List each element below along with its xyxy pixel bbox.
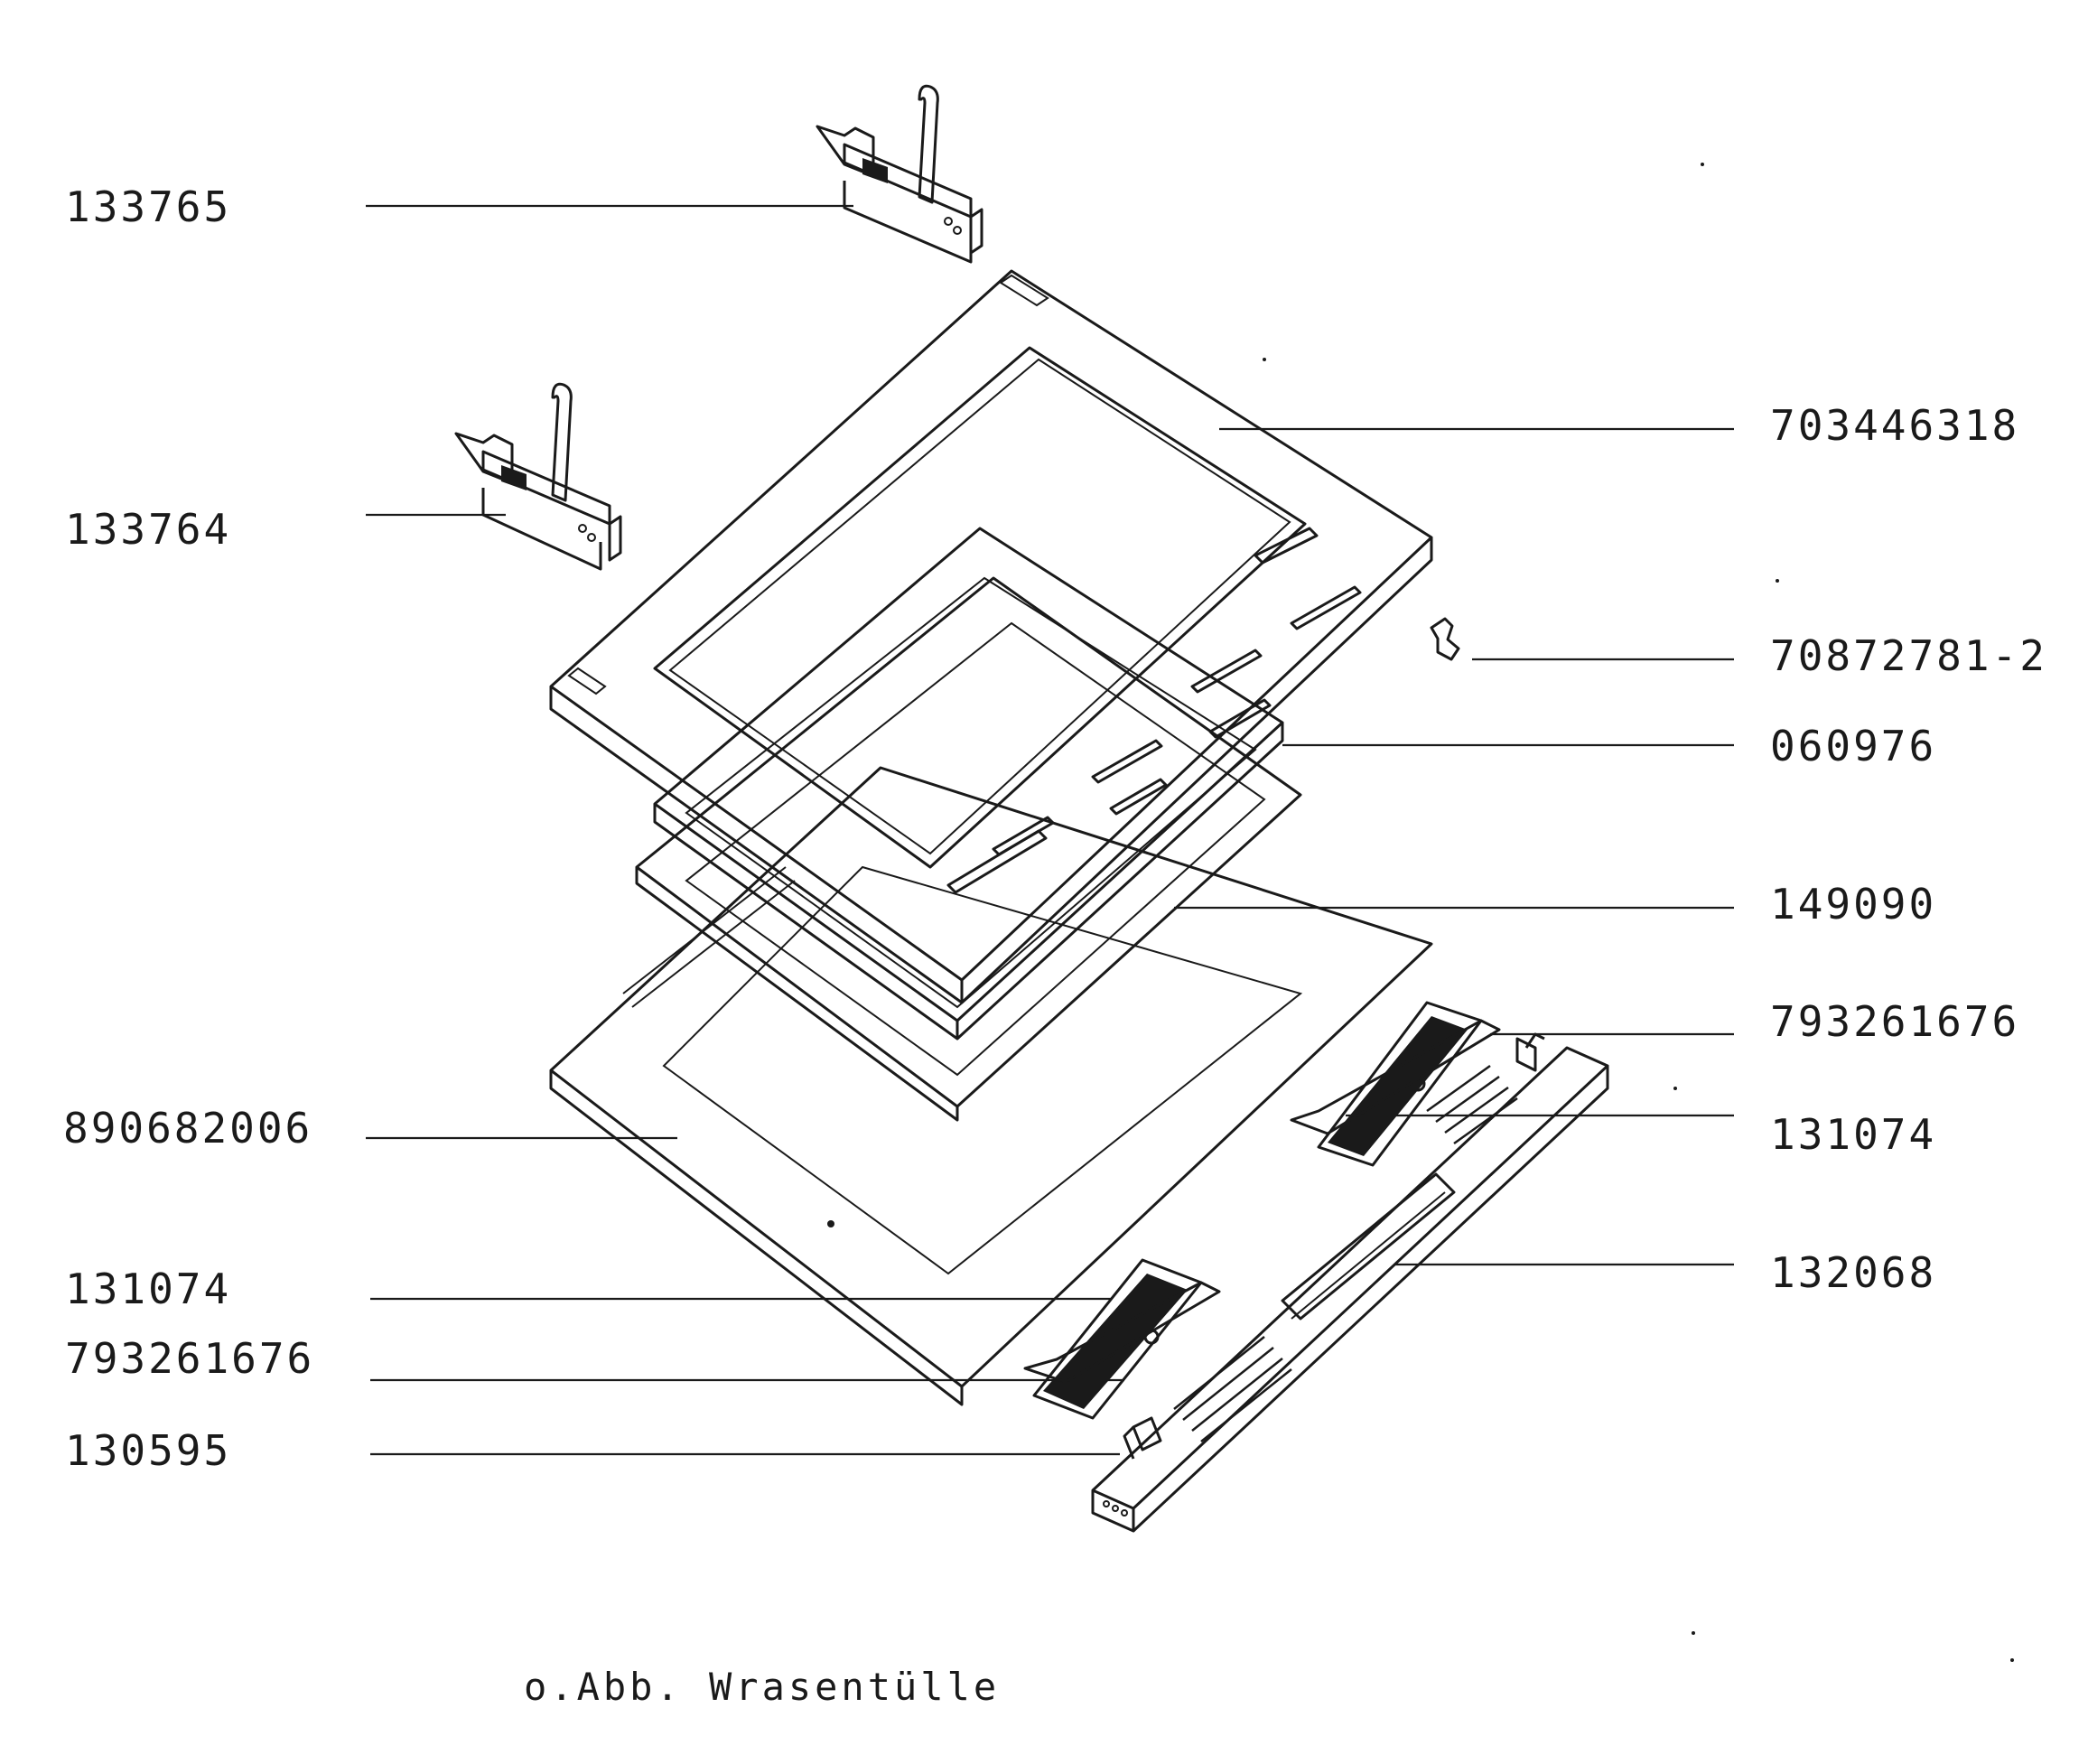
bracket-130595 bbox=[1123, 1416, 1162, 1460]
bottom-rail-132068 bbox=[1091, 1046, 1609, 1533]
part-labels: 133765 133764 703446318 70872781-2 06097… bbox=[63, 182, 2047, 1475]
label-793261676-left: 793261676 bbox=[65, 1334, 314, 1383]
clip-708727812 bbox=[1430, 617, 1460, 661]
hinge-bracket-right-793261676 bbox=[1290, 1001, 1545, 1167]
door-frame-703446318 bbox=[549, 269, 1433, 1004]
label-131074-right: 131074 bbox=[1770, 1110, 1936, 1159]
label-132068: 132068 bbox=[1770, 1248, 1936, 1297]
scan-specks bbox=[1263, 163, 2014, 1662]
label-890682006: 890682006 bbox=[63, 1104, 312, 1153]
glass-panel-149090 bbox=[635, 576, 1302, 1122]
label-793261676-right: 793261676 bbox=[1770, 997, 2019, 1046]
label-133764: 133764 bbox=[65, 505, 231, 554]
hinge-133764 bbox=[454, 382, 622, 571]
hinge-133765 bbox=[816, 84, 983, 264]
caption: o.Abb. Wrasentülle bbox=[524, 1665, 1000, 1709]
door-glass-890682006 bbox=[549, 766, 1433, 1406]
label-131074-left: 131074 bbox=[65, 1265, 231, 1313]
label-149090: 149090 bbox=[1770, 880, 1936, 929]
inner-frame-060976 bbox=[653, 527, 1284, 1041]
label-133765: 133765 bbox=[65, 182, 231, 231]
label-060976: 060976 bbox=[1770, 722, 1936, 770]
leader-lines bbox=[366, 204, 1734, 1456]
label-130595: 130595 bbox=[65, 1426, 231, 1475]
label-708727812: 70872781-2 bbox=[1770, 631, 2047, 680]
hinge-bracket-left-793261676 bbox=[1023, 1258, 1221, 1420]
label-703446318: 703446318 bbox=[1770, 401, 2019, 450]
